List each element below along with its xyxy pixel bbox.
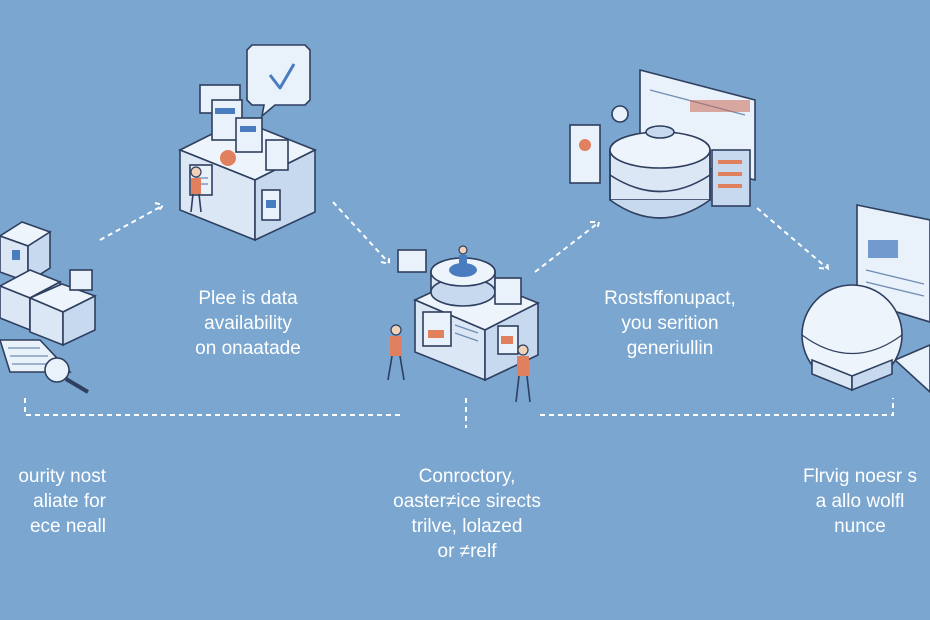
label-line: generiullin [626,338,714,359]
bottom-label-right: Flrvig noesr s a allo wolfl nunce [790,464,930,539]
label-line: a allo wolfl [815,491,905,512]
label-line: Conroctory, [418,466,516,487]
person-icon [190,166,202,213]
label-line: availability [204,313,292,334]
bottom-label-left: ourity nost aliate for ece neall [0,464,106,539]
arrow-head [590,221,601,231]
arrow-head [380,256,390,266]
label-line: ourity nost [18,466,106,487]
bottom-bracket-left [24,398,403,416]
sphere-icon [801,284,903,392]
label-line: Plee is data [198,288,298,309]
label-line: trilve, lolazed [411,516,523,537]
arrow-top-right-to-right [756,207,828,269]
magnifier-icon [44,357,90,394]
server-box-stack-icon [0,221,98,373]
label-line: you serition [621,313,719,334]
label-line: ece neall [29,516,106,537]
data-center-cube-icon [178,84,317,242]
arrow-left-to-top-left [99,205,163,241]
central-hub-icon [397,249,540,382]
person-icon [458,245,468,267]
label-line: nunce [834,516,886,537]
label-line: aliate for [33,491,106,512]
label-line: or ≠relf [437,541,497,562]
label-line: Flrvig noesr s [802,466,918,487]
arrow-head [154,202,165,213]
bottom-label-center: Conroctory, oaster≠ice sirects trilve, l… [362,464,572,564]
connector-lines [24,201,894,428]
database-cylinder-icon [569,68,756,219]
label-line: on onaatade [195,338,301,359]
label-line: Rostsffonupact, [604,288,736,309]
person-icon [387,324,405,381]
step-label-data-availability: Plee is data availability on onaatade [178,286,318,361]
arrow-center-to-top-right [534,222,599,273]
chat-bubble-icon [246,44,311,119]
person-icon [515,344,531,403]
step-label-top-right: Rostsffonupact, you serition generiullin [580,286,760,361]
bottom-bracket-right [540,398,894,416]
arrow-head [818,260,830,271]
label-line: oaster≠ice sirects [393,491,541,512]
arrow-top-left-to-center [332,201,389,263]
